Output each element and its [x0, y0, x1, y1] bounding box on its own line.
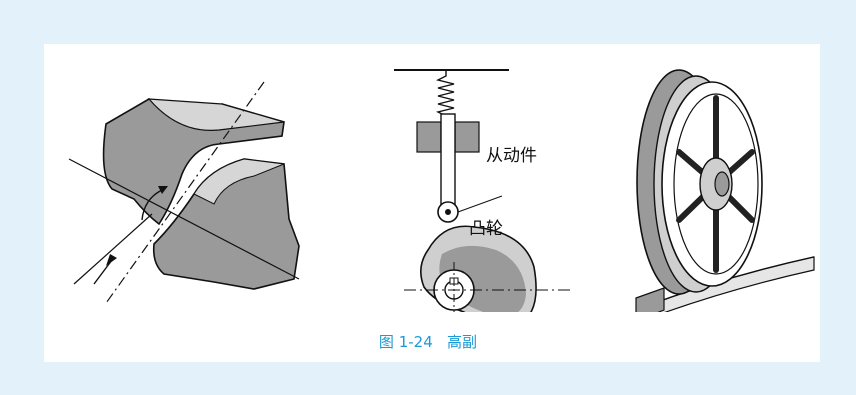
tangent-line: [68, 158, 300, 280]
gear-teeth-contact-figure: [68, 81, 300, 304]
follower-leader-line: [457, 195, 503, 213]
force-arrow: [93, 259, 113, 285]
wheel-axle: [714, 171, 730, 197]
caption-title: 高副: [447, 333, 478, 351]
figure-caption: 图 1-24 高副: [0, 331, 856, 352]
spring: [435, 70, 455, 122]
follower-guide-left: [416, 121, 442, 153]
upper-tooth-top-face: [147, 98, 285, 132]
wheel-rail-figure: [635, 69, 815, 312]
follower-roller-pin: [445, 209, 451, 215]
caption-number: 图 1-24: [378, 333, 433, 351]
force-arrow-head: [106, 254, 117, 266]
cam-follower-figure: [394, 69, 574, 312]
lower-tooth-highlight: [193, 158, 285, 205]
rail-section: [635, 287, 665, 312]
cam-label: 凸轮: [469, 219, 503, 239]
normal-line-lower: [73, 213, 153, 285]
normal-line: [104, 81, 265, 304]
rotation-arrow-head: [158, 186, 168, 194]
figure-panel: [44, 44, 820, 362]
rotation-arrow: [141, 189, 163, 221]
follower-label: 从动件: [486, 146, 537, 166]
follower-rod: [440, 113, 456, 210]
follower-guide-right: [454, 121, 480, 153]
